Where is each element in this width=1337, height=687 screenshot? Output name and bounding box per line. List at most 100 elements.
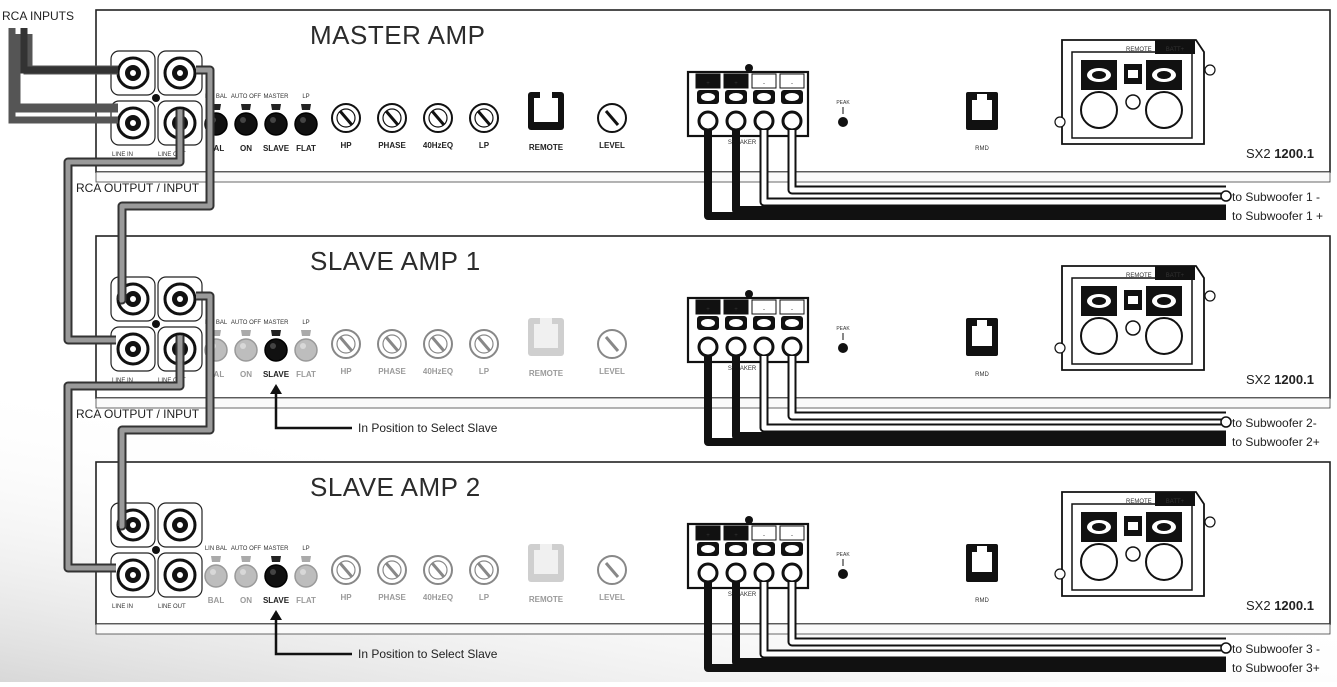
rca-label-in: LINE IN [112, 152, 133, 158]
rca-pin [130, 572, 136, 578]
mount-hole [1204, 290, 1216, 302]
knob-1: HP [331, 555, 361, 602]
terminal-screw [785, 93, 799, 101]
knob-indicator [384, 336, 400, 352]
knob-1: HP [331, 103, 361, 150]
amp-title: SLAVE AMP 1 [310, 246, 481, 276]
switch-highlight [240, 343, 246, 349]
peak-led [838, 569, 848, 579]
switch-label: FLAT [296, 370, 316, 379]
power-port [1145, 543, 1183, 581]
rca-pin [177, 296, 183, 302]
switch-button [204, 564, 228, 588]
speaker-wires [704, 356, 1232, 446]
knob-3: 40HzEQ [423, 555, 453, 602]
knob-indicator [476, 110, 492, 126]
knob-indicator [338, 110, 354, 126]
terminal-port [697, 110, 719, 132]
level-knob: LEVEL [597, 555, 627, 602]
neg-wire [761, 130, 1226, 205]
remote-jack-notch [540, 544, 552, 550]
switch-highlight [240, 569, 246, 575]
batt-plus-label: BATT+ [1166, 499, 1185, 505]
speaker-label: SPEAKER [728, 366, 757, 372]
rca-pin [130, 296, 136, 302]
terminal-dot [745, 290, 753, 298]
batt-plus-label: BATT+ [1166, 273, 1185, 279]
terminal-sign: + [706, 81, 710, 87]
switch-marker [271, 104, 281, 110]
neg-wire [761, 582, 1226, 657]
switch-button [294, 564, 318, 588]
knob-label: HP [340, 367, 352, 376]
switch-button [264, 112, 288, 136]
terminal-sign: - [791, 307, 793, 313]
switch-label: BAL [208, 144, 225, 153]
remote-label: REMOTE [529, 369, 564, 378]
knob-4: LP [469, 329, 499, 376]
terminal-sign: + [706, 533, 710, 539]
model-label: SX2 1200.1 [1246, 146, 1314, 161]
power-screw-head [1092, 71, 1106, 79]
mount-hole [1054, 116, 1066, 128]
rca-pin [130, 70, 136, 76]
terminal-sign-box [751, 525, 777, 541]
speaker-terminal: ++--SPEAKER [686, 64, 810, 146]
terminal-screw [729, 319, 743, 327]
terminal-screw [757, 545, 771, 553]
mount-hole [1204, 64, 1216, 76]
subwoofer-neg-label: to Subwoofer 2- [1232, 416, 1317, 430]
rca-jack [110, 552, 156, 598]
model-label: SX2 1200.1 [1246, 372, 1314, 387]
speaker-wires [704, 130, 1232, 220]
switch-top-label: LIN BAL [205, 320, 228, 326]
terminal-sign-box [779, 525, 805, 541]
terminal-sign-box [695, 299, 721, 315]
switch-label: SLAVE [263, 596, 290, 605]
terminal-sign: - [763, 307, 765, 313]
rmd-port: RMD [966, 92, 998, 152]
terminal-sign: - [791, 533, 793, 539]
switch-top-label: LP [302, 546, 309, 552]
rca-jack [157, 50, 203, 96]
switch-button [264, 564, 288, 588]
switch-highlight [240, 117, 246, 123]
rmd-opening [972, 326, 992, 346]
terminal-sign: + [734, 81, 738, 87]
pos-wire [732, 582, 1226, 666]
terminal-sign-box [751, 73, 777, 89]
power-screw-head [1157, 71, 1171, 79]
knob-indicator [384, 562, 400, 578]
terminal-sign: + [734, 307, 738, 313]
knob-label: PHASE [378, 141, 406, 150]
rca-cables [8, 28, 215, 573]
switch-label: SLAVE [263, 144, 290, 153]
power-port [1080, 543, 1118, 581]
link-cable-2b [119, 293, 213, 529]
terminal-screw [729, 93, 743, 101]
terminal-sign: + [706, 307, 710, 313]
switch-marker [271, 330, 281, 336]
switch-top-label: AUTO OFF [231, 94, 262, 100]
speaker-label: SPEAKER [728, 140, 757, 146]
model-prefix: SX2 [1246, 598, 1271, 613]
rca-jack [110, 50, 156, 96]
terminal-sign: - [763, 81, 765, 87]
power-screw-head [1157, 297, 1171, 305]
switch-highlight [270, 569, 276, 575]
rmd-notch [977, 94, 987, 100]
rca-dot [152, 546, 160, 554]
terminal-sign: - [763, 533, 765, 539]
peak-label: PEAK [836, 100, 850, 106]
terminal-sign-box [723, 299, 749, 315]
level-label: LEVEL [599, 593, 625, 602]
model-number: 1200.1 [1274, 598, 1314, 613]
mount-hole [1054, 342, 1066, 354]
rca-pin [177, 572, 183, 578]
rca-jack [110, 326, 156, 372]
rmd-label: RMD [975, 146, 989, 152]
